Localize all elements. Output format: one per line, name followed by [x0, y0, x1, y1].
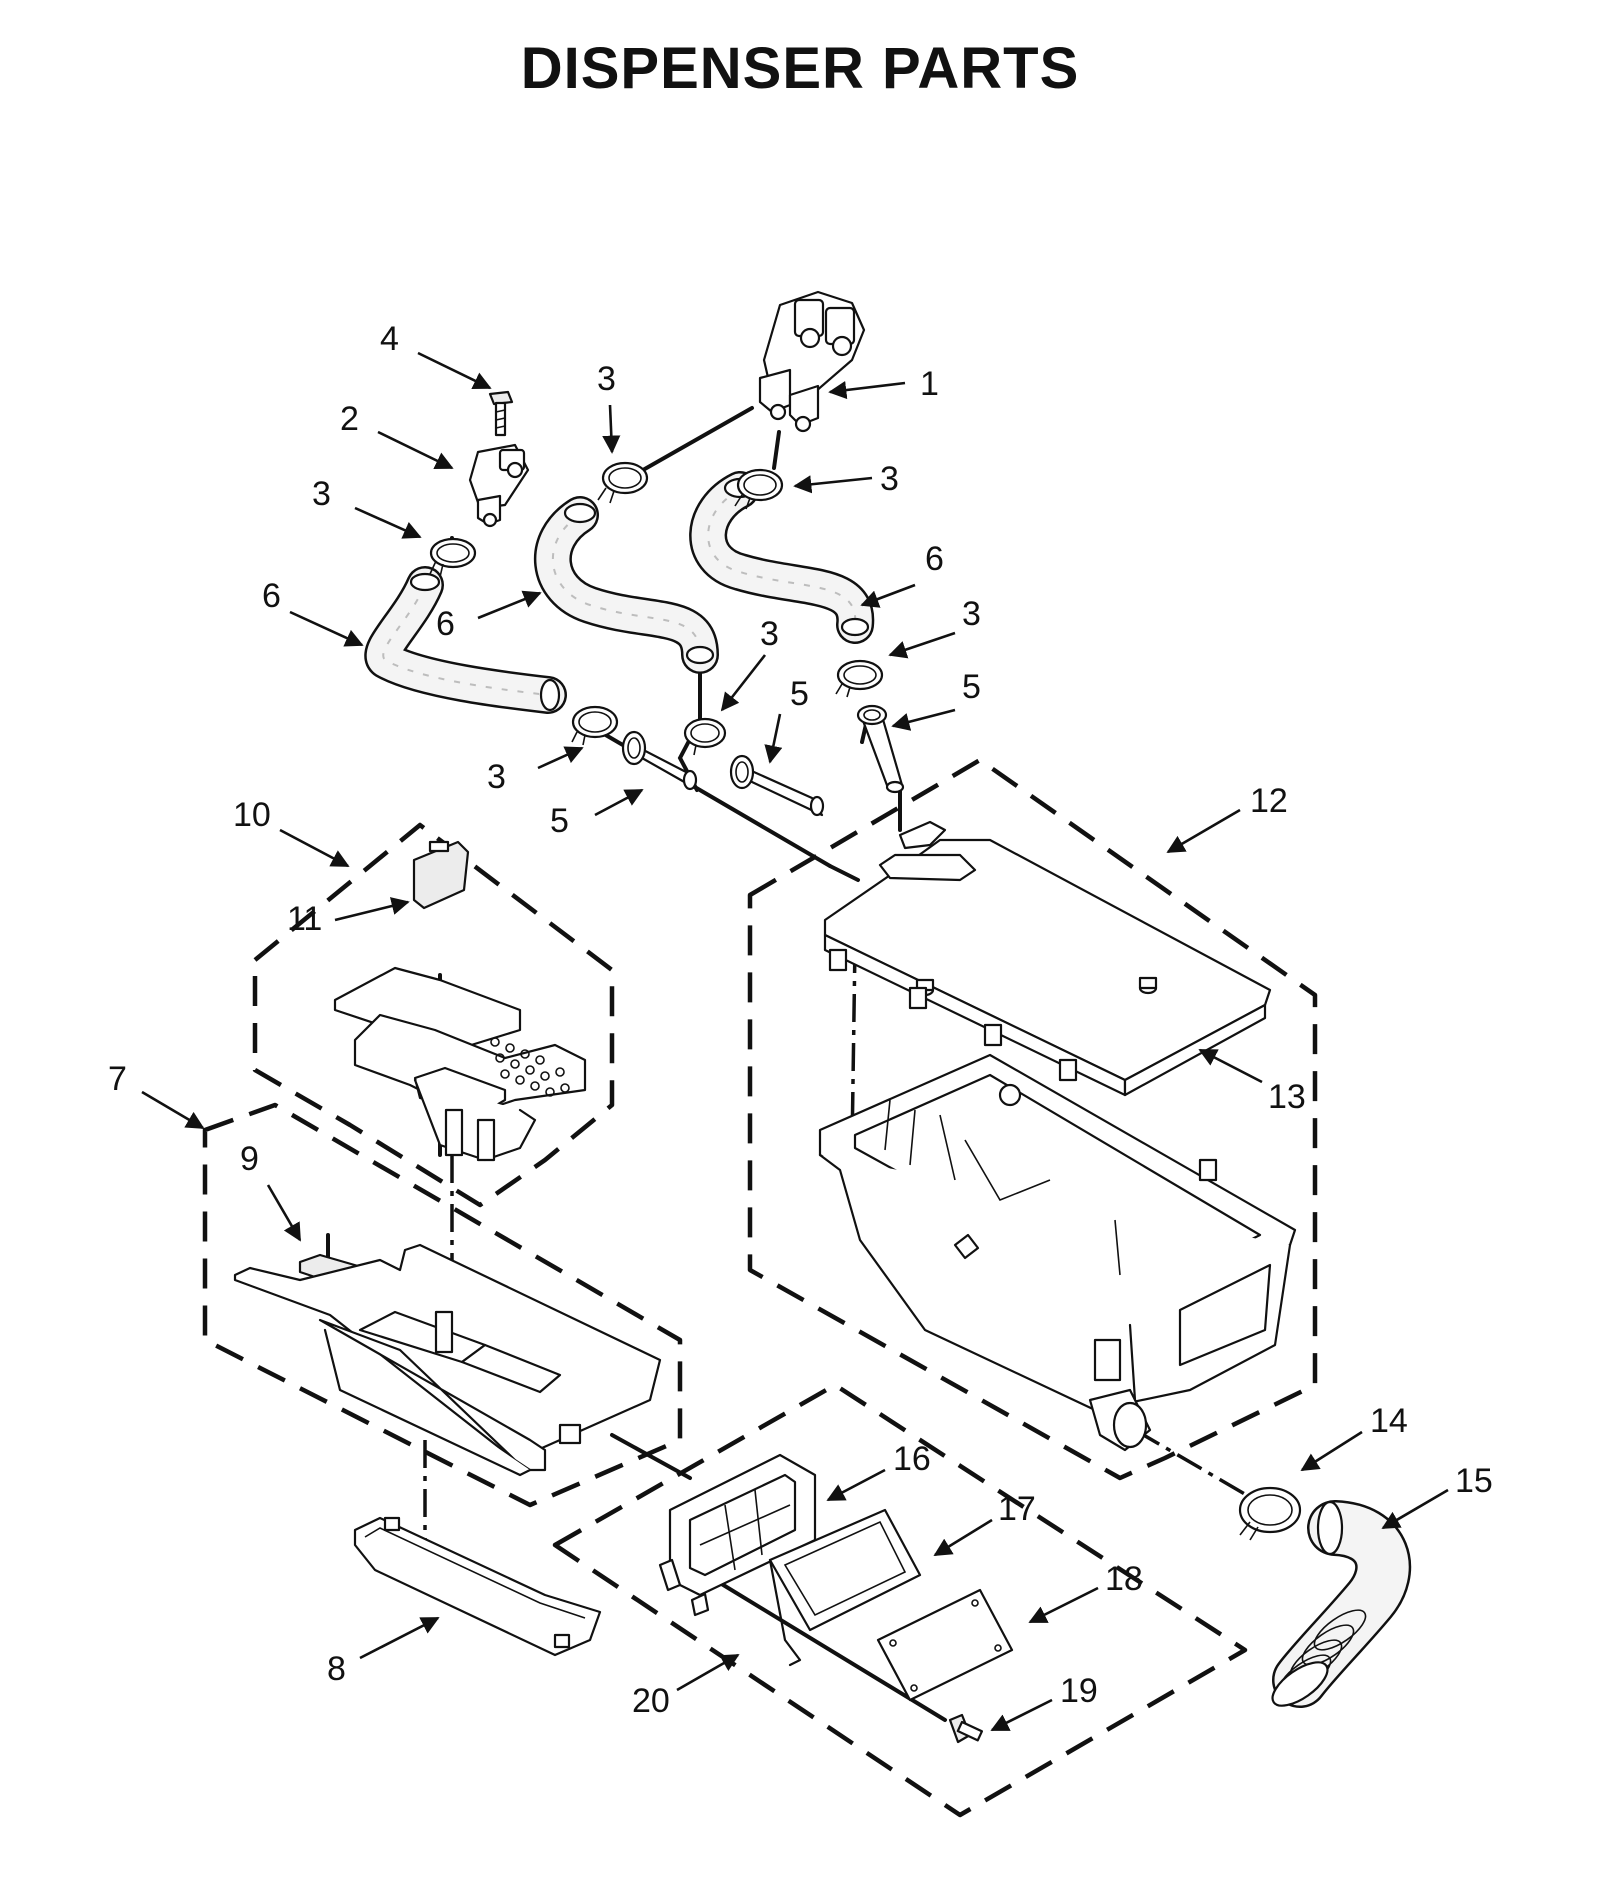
tube-5a	[621, 730, 698, 791]
callout-15: 15	[1455, 1462, 1493, 1500]
callout-1: 1	[920, 365, 939, 403]
callout-13: 13	[1268, 1078, 1306, 1116]
clamp-3a	[429, 537, 477, 578]
part-16-grille	[658, 1453, 817, 1617]
callout-3d: 3	[487, 758, 506, 796]
part-4-screw	[488, 390, 514, 437]
part-19-screw	[948, 1713, 984, 1744]
callout-6c: 6	[925, 540, 944, 578]
callout-leaders	[141, 351, 1449, 1732]
part-2-single-valve	[468, 443, 530, 528]
callout-14: 14	[1370, 1402, 1408, 1440]
callout-11: 11	[287, 900, 322, 938]
callout-7: 7	[108, 1060, 127, 1098]
clamp-3c	[734, 468, 784, 510]
callout-17: 17	[998, 1490, 1036, 1528]
callout-10: 10	[233, 796, 271, 834]
part-14-clamp	[1238, 1486, 1302, 1541]
tube-5b	[729, 754, 825, 817]
callout-19: 19	[1060, 1672, 1098, 1710]
part-6-hose-left	[364, 566, 567, 714]
callout-12: 12	[1250, 782, 1288, 820]
group-outline-12	[747, 757, 1318, 1481]
callout-3a: 3	[312, 475, 331, 513]
clamp-3f	[835, 659, 884, 698]
callout-8: 8	[327, 1650, 346, 1688]
part-10-tray	[333, 966, 587, 1162]
group-outline-20	[552, 1382, 1248, 1818]
tray-vents	[490, 1037, 570, 1097]
callout-5b: 5	[790, 675, 809, 713]
page-title: DISPENSER PARTS	[521, 36, 1080, 101]
callout-4: 4	[380, 320, 399, 358]
callout-20: 20	[632, 1682, 670, 1720]
callout-6b: 6	[436, 605, 455, 643]
callout-16: 16	[893, 1440, 931, 1478]
part-8-lower-tray	[353, 1516, 602, 1657]
base-partitions	[884, 1099, 1121, 1276]
callout-3e: 3	[760, 615, 779, 653]
clamp-3e	[682, 717, 727, 756]
cover-tabs	[828, 948, 1078, 1082]
callout-2: 2	[340, 400, 359, 438]
group-outline-10	[252, 822, 615, 1208]
group-outlines	[202, 757, 1318, 1818]
callout-9: 9	[240, 1140, 259, 1178]
part-5-tubes	[621, 704, 905, 817]
part-17-gasket	[768, 1508, 922, 1667]
tube-5c	[856, 704, 905, 794]
part-13-base	[818, 1053, 1297, 1452]
group-outline-7	[202, 1102, 683, 1508]
part-11-flap	[412, 840, 470, 910]
part-3-clamps	[429, 461, 884, 756]
callout-6a: 6	[262, 577, 281, 615]
part-12-cover	[823, 820, 1272, 1097]
callout-3f: 3	[962, 595, 981, 633]
callout-18: 18	[1105, 1560, 1143, 1598]
callout-3c: 3	[880, 460, 899, 498]
part-7-housing	[233, 1243, 662, 1477]
part-1-dual-valve	[758, 290, 866, 433]
clamp-3b	[597, 461, 649, 504]
callout-labels: 1 2 3 3 3 3 3 3 4 5 5 5 6 6 6 7 8 9 10 1…	[108, 320, 1493, 1720]
callout-5a: 5	[550, 802, 569, 840]
part-18-plate	[876, 1588, 1014, 1702]
part-15-bellows	[1271, 1500, 1412, 1708]
callout-3b: 3	[597, 360, 616, 398]
callout-5c: 5	[962, 668, 981, 706]
part-6-hose-right	[689, 471, 875, 644]
clamp-3d	[571, 705, 619, 746]
part-6-hose-middle	[533, 496, 719, 674]
